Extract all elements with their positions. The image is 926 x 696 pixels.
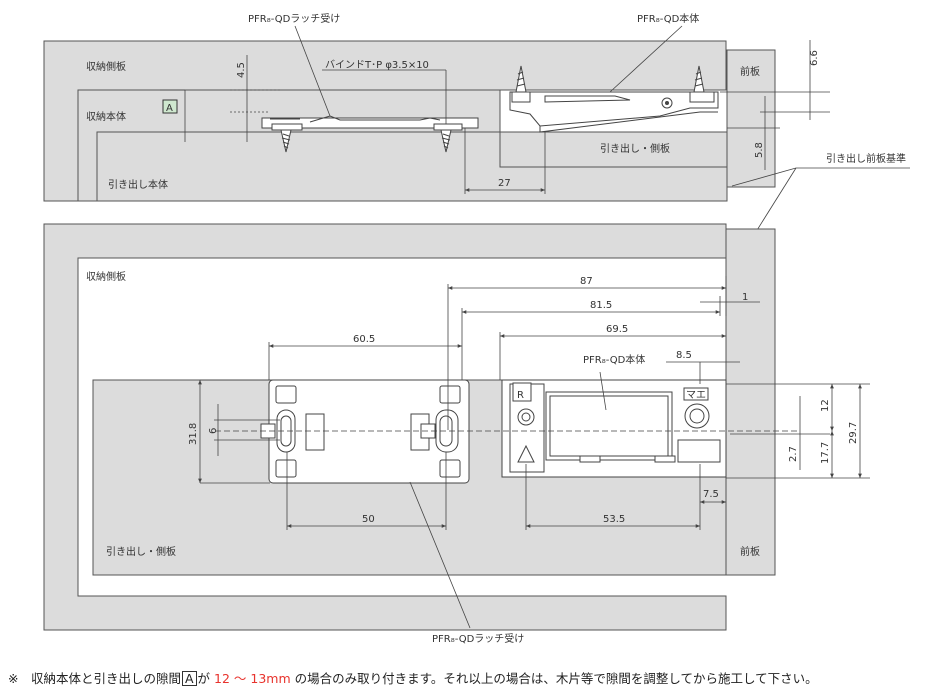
mark-ma: マエ: [686, 390, 706, 401]
front-panel-top: [725, 228, 776, 576]
dim-69-5: 69.5: [606, 324, 628, 335]
cabinet-side-label-top: 収納側板: [86, 270, 126, 283]
mark-R: R: [517, 390, 524, 401]
dim-27: 27: [498, 178, 511, 189]
latch-receiver-side: [261, 115, 479, 153]
side-view: A PFR₈-QDラッチ受け PFR₈-QD本体 バインドT･P φ3.5×10…: [43, 12, 910, 271]
drawer-side-label: 引き出し・側板: [600, 142, 670, 155]
gap-marker-box: [162, 99, 178, 114]
side-view-dimensions: [160, 25, 910, 271]
note-mid: が: [197, 671, 211, 686]
front-panel-label-top: 前板: [740, 545, 760, 558]
dim-1: 1: [742, 292, 748, 303]
dim-60-5: 60.5: [353, 334, 375, 345]
cabinet-body-label: 収納本体: [86, 110, 126, 123]
dim-2-7: 2.7: [788, 446, 799, 462]
dim-87: 87: [580, 276, 593, 287]
note-prefix: ※ 収納本体と引き出しの隙間: [8, 671, 181, 686]
gap-marker-label: A: [166, 103, 173, 114]
top-view: R マエ: [43, 223, 870, 645]
note-range: 12 ～ 13mm: [214, 671, 291, 686]
drawer-body-label: 引き出し本体: [108, 178, 168, 191]
drawer-side-label-top: 引き出し・側板: [106, 545, 176, 558]
dim-5-8: 5.8: [754, 142, 765, 158]
dim-12: 12: [820, 399, 831, 412]
latch-receiver-top: [260, 379, 470, 484]
top-view-dimensions: [198, 276, 870, 629]
latch-receiver-label-top: PFR₈-QDラッチ受け: [248, 13, 340, 25]
front-panel: [726, 49, 776, 188]
dim-53-5: 53.5: [603, 514, 625, 525]
main-unit-label-inside: PFR₈-QD本体: [583, 353, 645, 366]
dim-4-5: 4.5: [236, 62, 247, 78]
dim-50: 50: [362, 514, 375, 525]
note-gap-marker: A: [181, 671, 197, 686]
dim-31-8: 31.8: [188, 423, 199, 445]
dim-7-5: 7.5: [703, 489, 719, 500]
dim-81-5: 81.5: [590, 300, 612, 311]
dim-17-7: 17.7: [820, 442, 831, 464]
note-suffix: の場合のみ取り付きます。それ以上の場合は、木片等で隙間を調整してから施工して下さ…: [294, 671, 818, 686]
front-panel-label: 前板: [740, 65, 760, 78]
dim-8-5: 8.5: [676, 350, 692, 361]
cabinet-side-label: 収納側板: [86, 60, 126, 73]
latch-receiver-label-bottom: PFR₈-QDラッチ受け: [432, 633, 524, 645]
dim-6-6: 6.6: [809, 50, 820, 66]
main-unit-label-top: PFR₈-QD本体: [637, 12, 699, 25]
screw-label: バインドT･P φ3.5×10: [325, 59, 429, 71]
dim-6: 6: [208, 428, 219, 434]
dim-29-7: 29.7: [848, 422, 859, 444]
main-unit-side: [509, 65, 719, 133]
main-unit-top: R マエ: [501, 379, 727, 478]
front-panel-ref-label: 引き出し前板基準: [826, 152, 906, 165]
